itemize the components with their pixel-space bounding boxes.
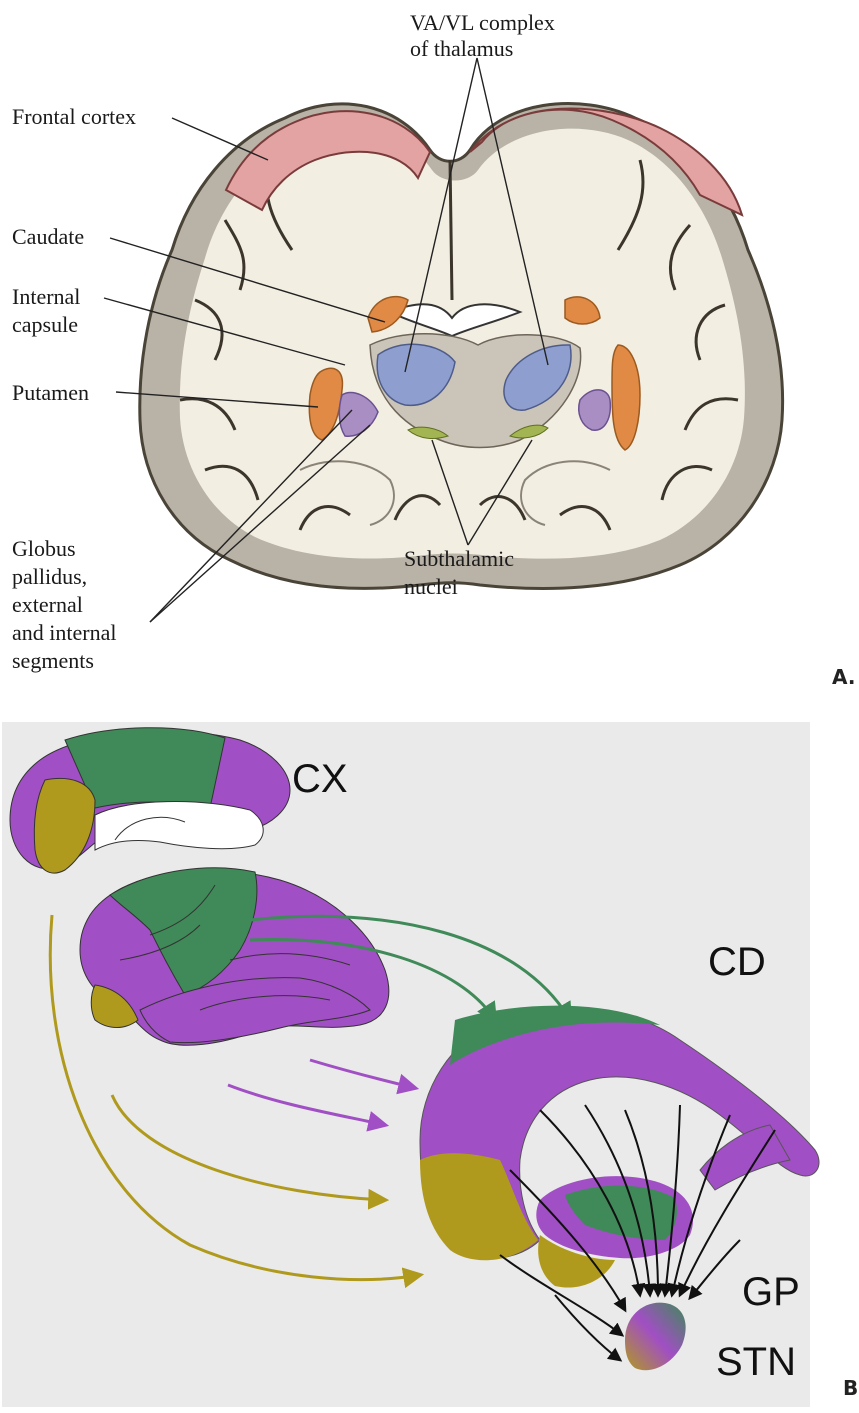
label-gp: GP <box>742 1270 800 1314</box>
longitudinal-fissure <box>450 160 452 300</box>
label-globus-line1: Globus <box>12 536 76 561</box>
label-stn: STN <box>716 1340 796 1384</box>
label-frontal-cortex: Frontal cortex <box>12 104 136 129</box>
label-va-vl-line1: VA/VL complex <box>410 10 555 35</box>
label-globus-line3: external <box>12 592 83 617</box>
label-globus-line4: and internal <box>12 620 116 645</box>
panel-a-coronal-section: VA/VL complex of thalamus Frontal cortex… <box>0 0 859 700</box>
label-putamen: Putamen <box>12 380 89 405</box>
label-globus-line2: pallidus, <box>12 564 87 589</box>
label-subthalamic-line2: nuclei <box>404 574 458 599</box>
projection-diagram: CX CD GP STN B <box>0 720 859 1409</box>
label-internal-capsule-line1: Internal <box>12 284 80 309</box>
label-subthalamic-line1: Subthalamic <box>404 546 514 571</box>
panel-letter-a: A. <box>832 665 855 689</box>
label-internal-capsule-line2: capsule <box>12 312 78 337</box>
globus-pallidus-right <box>579 390 611 430</box>
coronal-brain-diagram: VA/VL complex of thalamus Frontal cortex… <box>0 0 859 700</box>
label-caudate: Caudate <box>12 224 84 249</box>
label-cd: CD <box>708 940 766 984</box>
panel-letter-b: B <box>843 1376 858 1400</box>
label-va-vl-line2: of thalamus <box>410 36 513 61</box>
label-cx: CX <box>292 757 348 801</box>
label-globus-line5: segments <box>12 648 94 673</box>
panel-b-corticostriatal-projections: CX CD GP STN B <box>0 720 859 1409</box>
